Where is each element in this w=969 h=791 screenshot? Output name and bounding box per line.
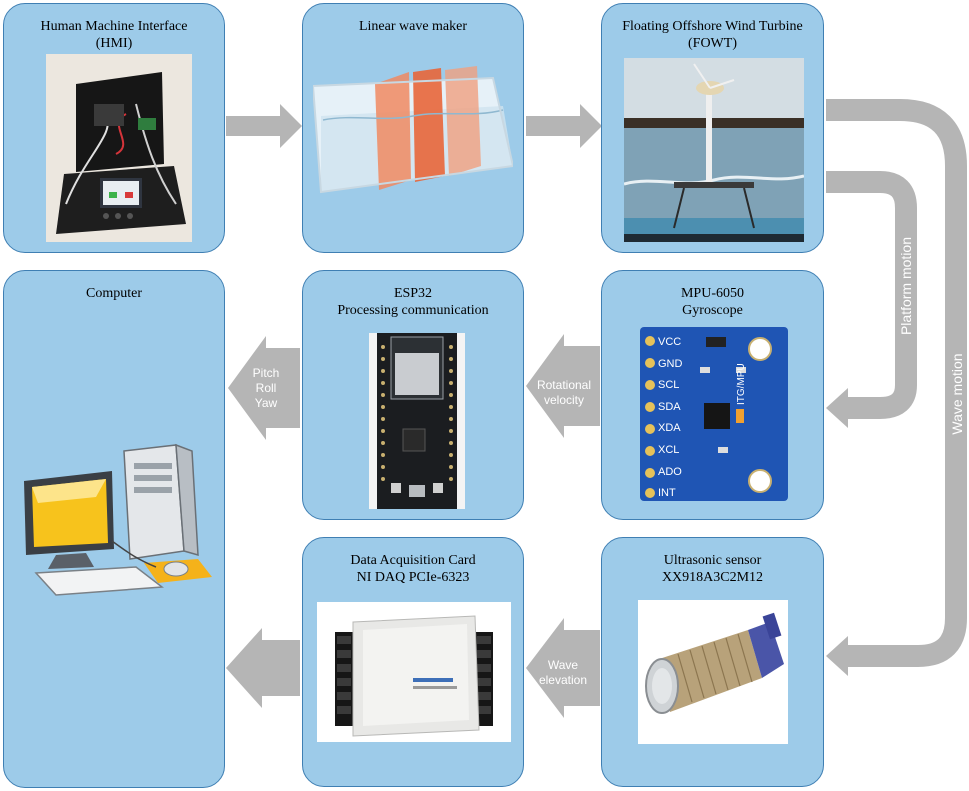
arrow-label-rotational-velocity: Rotational velocity bbox=[536, 378, 592, 407]
node-fowt: Floating Offshore Wind Turbine (FOWT) bbox=[601, 3, 824, 253]
arrow-label-wave-elevation: Wave elevation bbox=[538, 658, 588, 687]
arrow-label-platform-motion: Platform motion bbox=[898, 236, 914, 336]
node-ultrasonic-sensor: Ultrasonic sensor XX918A3C2M12 bbox=[601, 537, 824, 787]
pin-label: XDA bbox=[658, 422, 681, 435]
arrow-esp-to-computer bbox=[228, 336, 300, 440]
mpu-chip-label: ITG/MPU bbox=[736, 363, 747, 405]
arrow-hmi-to-wavemaker bbox=[226, 104, 302, 148]
arrow-label-pitch-roll-yaw: Pitch Roll Yaw bbox=[252, 366, 280, 410]
daq-card-photo bbox=[317, 602, 511, 742]
node-title: MPU-6050 Gyroscope bbox=[680, 286, 744, 318]
node-title: Human Machine Interface (HMI) bbox=[40, 19, 188, 51]
ultrasonic-sensor-photo bbox=[638, 600, 788, 744]
wave-maker-illustration bbox=[313, 66, 513, 200]
node-daq: Data Acquisition Card NI DAQ PCIe-6323 bbox=[302, 537, 524, 787]
pin-label: SDA bbox=[658, 400, 681, 413]
arrow-daq-to-computer bbox=[226, 628, 300, 708]
fowt-photo bbox=[624, 58, 804, 242]
node-mpu6050: MPU-6050 Gyroscope VCC GND SCL SDA XDA X… bbox=[601, 270, 824, 520]
node-title: ESP32 Processing communication bbox=[337, 286, 489, 318]
pin-label: VCC bbox=[658, 336, 682, 348]
pin-label: SCL bbox=[658, 379, 680, 392]
computer-illustration bbox=[16, 441, 216, 601]
hmi-photo bbox=[46, 54, 192, 242]
arrow-label-wave-motion: Wave motion bbox=[949, 353, 965, 435]
mpu6050-board-photo: VCC GND SCL SDA XDA XCL ADO INT ITG/MPU bbox=[640, 327, 788, 501]
node-title: Floating Offshore Wind Turbine (FOWT) bbox=[622, 19, 803, 51]
mpu-pin-labels: VCC GND SCL SDA XDA XCL ADO INT bbox=[658, 332, 694, 501]
node-esp32: ESP32 Processing communication bbox=[302, 270, 524, 520]
arrow-wave-motion bbox=[826, 99, 967, 667]
pin-label: GND bbox=[658, 357, 683, 370]
node-title: Ultrasonic sensor XX918A3C2M12 bbox=[661, 553, 764, 585]
arrow-mpu-to-esp bbox=[526, 334, 600, 438]
arrow-ultra-to-daq bbox=[526, 618, 600, 718]
arrow-wavemaker-to-fowt bbox=[526, 104, 602, 148]
esp32-board-photo bbox=[369, 333, 465, 509]
node-computer: Computer bbox=[3, 270, 225, 788]
node-linear-wave-maker: Linear wave maker bbox=[302, 3, 524, 253]
node-title: Data Acquisition Card NI DAQ PCIe-6323 bbox=[350, 553, 476, 585]
pin-label: INT bbox=[658, 487, 676, 500]
pin-label: XCL bbox=[658, 443, 680, 456]
arrow-platform-motion bbox=[826, 171, 917, 419]
node-hmi: Human Machine Interface (HMI) bbox=[3, 3, 225, 253]
node-title: Computer bbox=[86, 286, 142, 301]
pin-label: ADO bbox=[658, 465, 682, 478]
node-title: Linear wave maker bbox=[358, 19, 468, 34]
